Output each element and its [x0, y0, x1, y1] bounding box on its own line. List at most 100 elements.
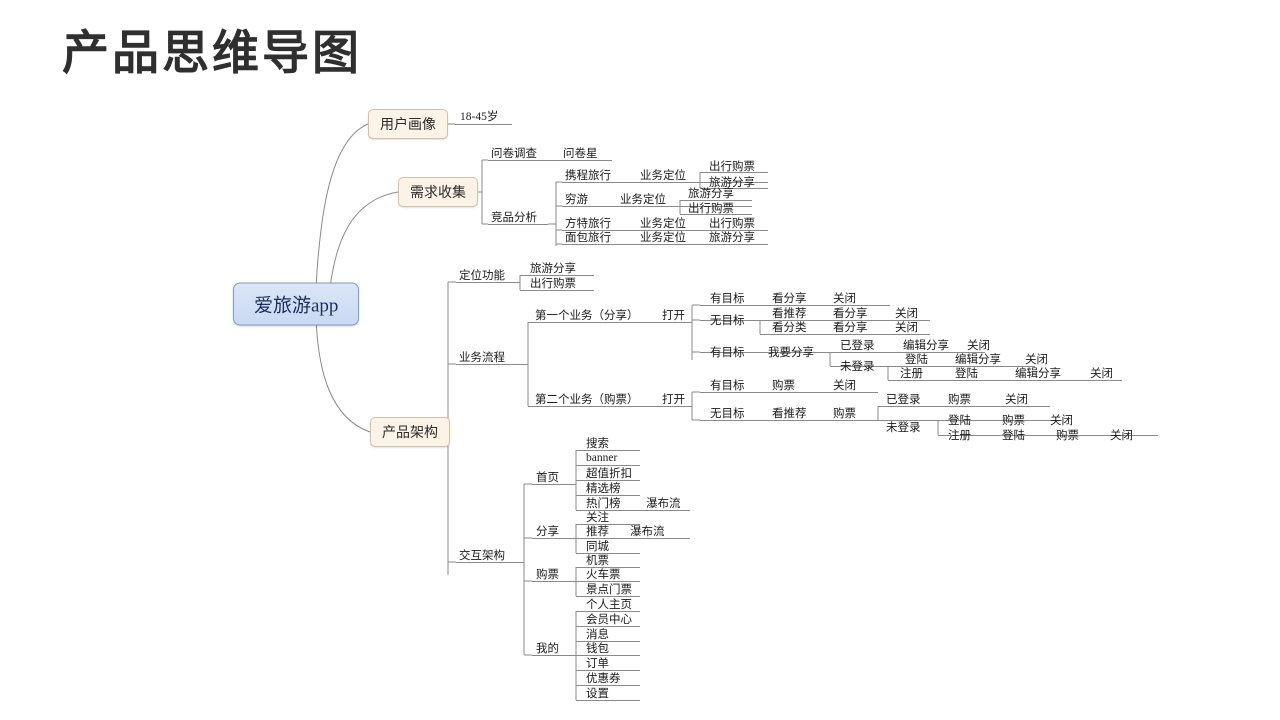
edge-root-architecture	[315, 317, 371, 433]
leaf-positioning-label: 定位功能	[459, 270, 505, 282]
leaf-flow-step: 未登录	[840, 361, 875, 373]
leaf-competitor-name: 穷游	[565, 194, 588, 206]
leaf-flow-step: 关闭	[1025, 354, 1048, 366]
leaf-competitor-name: 方特旅行	[565, 218, 611, 230]
leaf-flow-step: 关闭	[1050, 415, 1073, 427]
leaf-flow-step: 关闭	[1110, 430, 1133, 442]
leaf-flow-step: 看分享	[833, 322, 868, 334]
leaf-flow-step: 未登录	[886, 422, 921, 434]
leaf-interaction-item: 机票	[586, 555, 609, 567]
leaf-flow-step: 编辑分享	[903, 340, 949, 352]
leaf-flow-step: 登陆	[905, 354, 928, 366]
leaf-flow-step: 注册	[948, 430, 971, 442]
leaf-interaction-item: 景点门票	[586, 584, 632, 596]
leaf-flow-goal: 无目标	[710, 315, 745, 327]
leaf-flow-step: 看分享	[833, 308, 868, 320]
leaf-flow-goal: 无目标	[710, 408, 745, 420]
leaf-interaction-item: 订单	[586, 658, 609, 670]
leaf-positioning-item: 旅游分享	[530, 263, 576, 275]
leaf-survey-tool: 问卷星	[563, 148, 598, 160]
leaf-flow-step: 关闭	[967, 340, 990, 352]
leaf-flow-step: 看推荐	[772, 308, 807, 320]
leaf-interaction-item: 超值折扣	[586, 468, 632, 480]
leaf-competitor-value: 旅游分享	[688, 188, 734, 200]
leaf-flow-step: 我要分享	[768, 347, 814, 359]
leaf-interaction-item: 关注	[586, 512, 609, 524]
leaf-survey-label: 问卷调查	[491, 148, 537, 160]
leaf-interaction-item: 同城	[586, 541, 609, 553]
root-node[interactable]: 爱旅游app	[233, 282, 360, 326]
leaf-flow-step: 编辑分享	[1015, 368, 1061, 380]
leaf-interaction-item: 热门榜	[586, 498, 621, 510]
leaf-flow-step: 已登录	[886, 394, 921, 406]
leaf-interaction-subitem: 瀑布流	[630, 526, 665, 538]
leaf-flow-step: 登陆	[955, 368, 978, 380]
leaf-flow-step: 购票	[948, 394, 971, 406]
leaf-flow-goal: 有目标	[710, 293, 745, 305]
leaf-flow-step: 关闭	[895, 308, 918, 320]
leaf-interaction-item: 搜索	[586, 438, 609, 450]
leaf-age-range: 18-45岁	[460, 111, 499, 123]
leaf-interaction-subitem: 瀑布流	[646, 498, 681, 510]
leaf-flow-step: 编辑分享	[955, 354, 1001, 366]
leaf-competitor-name: 面包旅行	[565, 232, 611, 244]
leaf-interaction-item: 会员中心	[586, 614, 632, 626]
leaf-positioning-item: 出行购票	[530, 278, 576, 290]
leaf-competitor-position: 业务定位	[640, 218, 686, 230]
leaf-flow-step: 看分类	[772, 322, 807, 334]
leaf-flow-goal: 有目标	[710, 347, 745, 359]
leaf-competitor-name: 携程旅行	[565, 170, 611, 182]
leaf-flow-step: 看分享	[772, 293, 807, 305]
branch-user-profile[interactable]: 用户画像	[368, 109, 448, 139]
edge-root-requirements	[329, 191, 399, 289]
leaf-interaction-item: 优惠券	[586, 673, 621, 685]
leaf-flow-step: 看推荐	[772, 408, 807, 420]
leaf-flow-step: 注册	[900, 368, 923, 380]
leaf-interaction-item: 设置	[586, 688, 609, 700]
branch-requirements[interactable]: 需求收集	[398, 177, 478, 207]
leaf-flow-step: 关闭	[833, 380, 856, 392]
leaf-flow-step: 关闭	[895, 322, 918, 334]
leaf-flow-goal: 有目标	[710, 380, 745, 392]
leaf-interaction-item: 火车票	[586, 569, 621, 581]
leaf-competitor-position: 业务定位	[620, 194, 666, 206]
leaf-flow-step: 已登录	[840, 340, 875, 352]
leaf-competitor-value: 出行购票	[709, 161, 755, 173]
leaf-flow-entry: 打开	[662, 394, 685, 406]
leaf-flow-step: 关闭	[1005, 394, 1028, 406]
leaf-competitor-value: 出行购票	[688, 203, 734, 215]
leaf-interaction-item: 个人主页	[586, 599, 632, 611]
leaf-flow-label: 第一个业务（分享）	[535, 310, 639, 322]
leaf-competitor-value: 出行购票	[709, 218, 755, 230]
leaf-competitor-value: 旅游分享	[709, 177, 755, 189]
leaf-interaction-item: banner	[586, 452, 618, 464]
leaf-competitor-label: 竞品分析	[491, 212, 537, 224]
branch-architecture[interactable]: 产品架构	[370, 417, 450, 447]
leaf-competitor-position: 业务定位	[640, 170, 686, 182]
leaf-interaction-group: 首页	[536, 472, 559, 484]
leaf-interaction-item: 精选榜	[586, 483, 621, 495]
leaf-flow-step: 购票	[772, 380, 795, 392]
leaf-interaction-group: 我的	[536, 643, 559, 655]
leaf-flow-entry: 打开	[662, 310, 685, 322]
leaf-competitor-value: 旅游分享	[709, 232, 755, 244]
edge-root-user-profile	[315, 123, 369, 289]
leaf-interaction-group: 购票	[536, 569, 559, 581]
leaf-interaction-item: 钱包	[586, 643, 609, 655]
leaf-flow-step: 登陆	[948, 415, 971, 427]
leaf-interaction-label: 交互架构	[459, 550, 505, 562]
leaf-interaction-item: 推荐	[586, 526, 609, 538]
leaf-flow-step: 购票	[1002, 415, 1025, 427]
leaf-flow-step: 登陆	[1002, 430, 1025, 442]
leaf-interaction-item: 消息	[586, 629, 609, 641]
leaf-flow-step: 购票	[833, 408, 856, 420]
leaf-flow-step: 关闭	[833, 293, 856, 305]
leaf-flow-step: 关闭	[1090, 368, 1113, 380]
leaf-flow-label: 第二个业务（购票）	[535, 394, 639, 406]
leaf-competitor-position: 业务定位	[640, 232, 686, 244]
leaf-interaction-group: 分享	[536, 526, 559, 538]
leaf-flow-step: 购票	[1056, 430, 1079, 442]
page-title: 产品思维导图	[62, 26, 362, 79]
